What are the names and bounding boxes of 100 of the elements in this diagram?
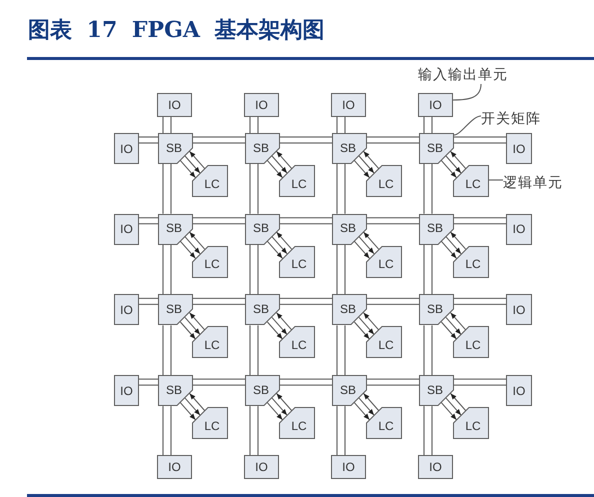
bus-line xyxy=(366,217,420,224)
arrow xyxy=(446,398,462,416)
logic-block: LC xyxy=(453,326,489,358)
arrow xyxy=(272,156,288,174)
bus-line xyxy=(424,244,432,295)
bus-line xyxy=(250,164,258,214)
bus-line xyxy=(162,116,172,134)
arrow xyxy=(276,312,292,330)
arrow xyxy=(189,393,206,411)
bus-line xyxy=(280,298,332,305)
arrow xyxy=(363,232,380,250)
switch-block: SB xyxy=(245,294,280,326)
arrow xyxy=(189,312,206,330)
logic-block: LC xyxy=(453,407,489,440)
bus-line xyxy=(280,136,332,144)
switch-block: SB xyxy=(332,133,367,164)
arrow xyxy=(446,236,462,254)
bus-line xyxy=(366,136,420,144)
arrow xyxy=(266,322,283,340)
bus-line xyxy=(250,244,258,295)
arrow xyxy=(180,240,196,259)
io-block: IO xyxy=(506,133,532,164)
arrow xyxy=(358,156,374,174)
arrow xyxy=(184,236,200,254)
io-block: IO xyxy=(114,294,139,326)
bus-line xyxy=(366,378,420,386)
arrow xyxy=(363,312,380,330)
bus-line xyxy=(336,116,346,134)
switch-block: SB xyxy=(419,294,454,326)
arrow xyxy=(363,150,380,169)
bus-line xyxy=(336,324,346,376)
arrow xyxy=(272,236,288,254)
bus-line xyxy=(424,406,432,456)
arrow xyxy=(266,160,283,178)
logic-block: LC xyxy=(453,165,489,197)
arrow xyxy=(276,232,292,250)
arrow xyxy=(446,156,462,174)
arrow xyxy=(189,150,206,169)
arrow xyxy=(354,322,370,340)
arrow xyxy=(354,402,370,420)
arrow xyxy=(358,236,374,254)
bus-line xyxy=(162,164,172,214)
bus-line xyxy=(336,406,346,456)
bus-line xyxy=(424,164,432,214)
arrow xyxy=(446,316,462,335)
bus-line xyxy=(454,298,506,305)
io-block: IO xyxy=(418,455,453,479)
callout-label: 逻辑单元 xyxy=(503,174,563,192)
logic-block: LC xyxy=(366,165,402,197)
switch-block: SB xyxy=(245,375,280,406)
bus-line xyxy=(162,244,172,295)
arrow xyxy=(440,402,457,420)
logic-block: LC xyxy=(192,407,228,440)
switch-block: SB xyxy=(419,375,454,406)
switch-block: SB xyxy=(158,294,193,326)
bus-line xyxy=(336,244,346,295)
arrow xyxy=(450,232,466,250)
arrow xyxy=(184,398,200,416)
switch-block: SB xyxy=(332,214,367,245)
bus-line xyxy=(366,298,420,305)
arrow xyxy=(440,160,457,178)
bus-line xyxy=(454,217,506,224)
logic-block: LC xyxy=(192,165,228,197)
arrow xyxy=(266,240,283,259)
io-block: IO xyxy=(331,93,366,117)
arrow xyxy=(180,160,196,178)
logic-block: LC xyxy=(192,246,228,278)
bus-line xyxy=(454,136,506,144)
logic-block: LC xyxy=(453,246,489,278)
logic-block: LC xyxy=(279,407,315,440)
switch-block: SB xyxy=(158,133,193,164)
bus-line xyxy=(250,116,258,134)
arrow xyxy=(354,240,370,259)
arrow xyxy=(184,156,200,174)
switch-block: SB xyxy=(158,375,193,406)
arrow xyxy=(440,322,457,340)
arrow xyxy=(180,322,196,340)
bus-line xyxy=(250,324,258,376)
io-block: IO xyxy=(244,455,279,479)
leader-line xyxy=(454,116,482,136)
io-block: IO xyxy=(506,214,532,245)
arrow xyxy=(184,316,200,335)
bus-line xyxy=(280,378,332,386)
bus-line xyxy=(192,136,246,144)
figure-title: 图表 17 FPGA 基本架构图 xyxy=(28,16,325,44)
logic-block: LC xyxy=(192,326,228,358)
logic-block: LC xyxy=(366,407,402,440)
callout-label: 输入输出单元 xyxy=(418,66,508,84)
io-block: IO xyxy=(506,375,532,406)
switch-block: SB xyxy=(332,294,367,326)
arrow xyxy=(363,393,380,411)
io-block: IO xyxy=(114,133,139,164)
io-block: IO xyxy=(418,93,453,117)
bus-line xyxy=(138,378,158,386)
callout-label: 开关矩阵 xyxy=(481,110,541,128)
arrow xyxy=(272,398,288,416)
arrow xyxy=(450,393,466,411)
io-block: IO xyxy=(114,214,139,245)
bus-line xyxy=(162,406,172,456)
bus-line xyxy=(192,217,246,224)
